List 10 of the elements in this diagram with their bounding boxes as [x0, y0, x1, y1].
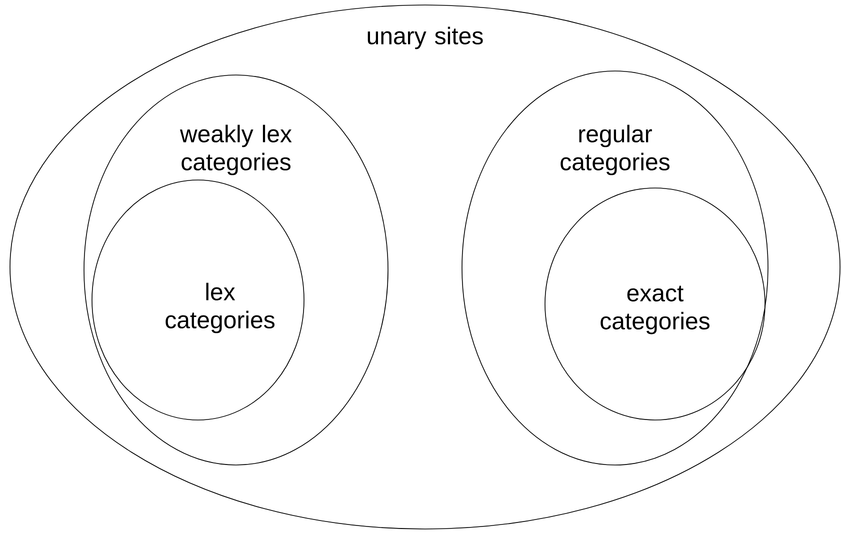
set-label: exact categories [600, 286, 710, 334]
set-label: lex categories [166, 282, 274, 334]
set-ellipse [544, 188, 766, 420]
set-label: unary sites [368, 26, 483, 50]
set-label: regular categories [560, 124, 670, 176]
set-ellipse [462, 70, 768, 466]
set-ellipse [10, 4, 840, 530]
set-ellipse [92, 180, 304, 420]
set-ellipse [84, 74, 388, 466]
set-label: weakly lex categories [180, 124, 292, 176]
